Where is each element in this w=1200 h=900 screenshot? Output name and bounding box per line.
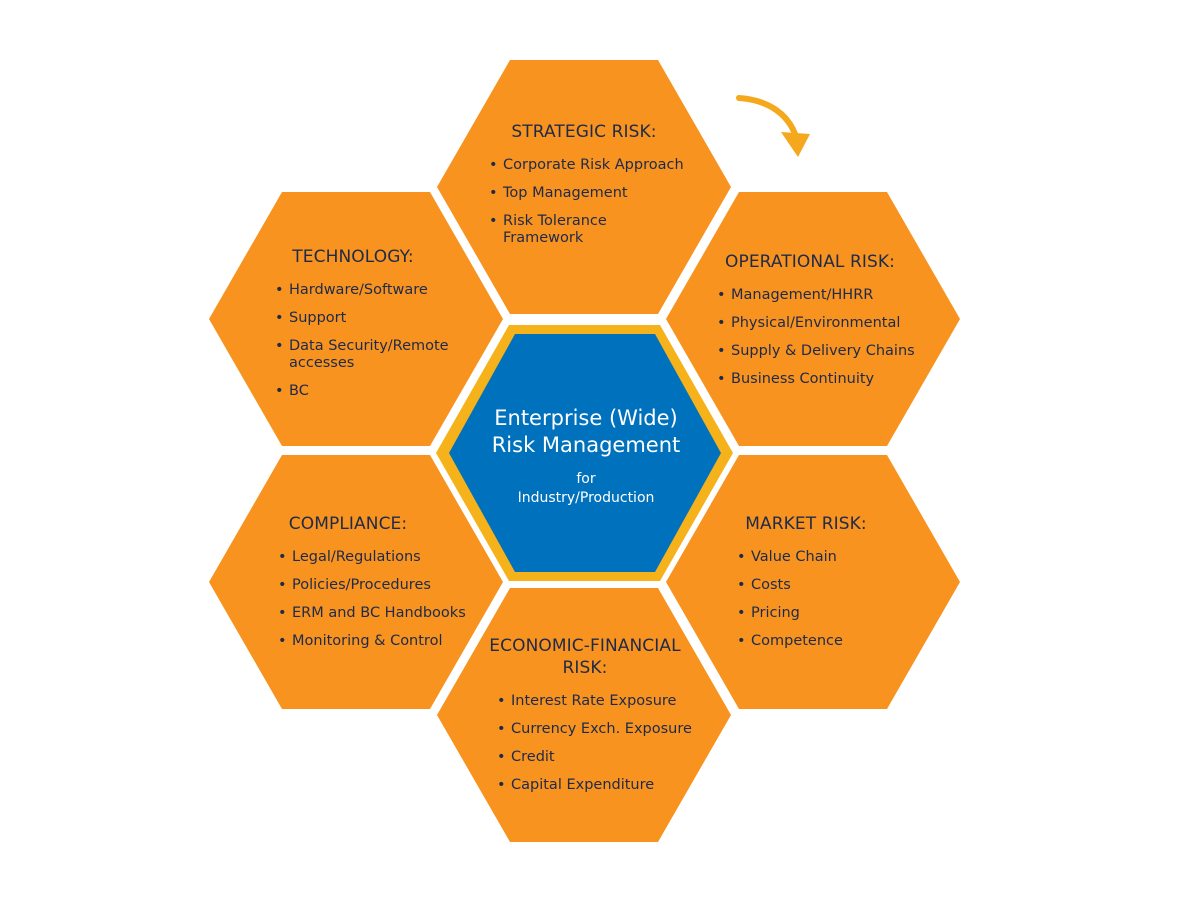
- list-item: Top Management: [489, 185, 689, 202]
- market-title: MARKET RISK:: [745, 514, 867, 534]
- compliance-section: COMPLIANCE: Legal/RegulationsPolicies/Pr…: [278, 513, 493, 661]
- list-item: Data Security/Remote accesses: [275, 338, 465, 372]
- operational-title: OPERATIONAL RISK:: [725, 252, 895, 272]
- economic-title: ECONOMIC-FINANCIAL RISK:: [489, 636, 681, 678]
- operational-list: Management/HHRR Physical/EnvironmentalSup…: [717, 287, 937, 388]
- list-item: Management/HHRR: [717, 287, 937, 304]
- strategic-section: STRATEGIC RISK: Corporate Risk ApproachT…: [489, 121, 689, 258]
- curved-arrow-icon: [736, 95, 810, 157]
- compliance-title: COMPLIANCE:: [288, 514, 408, 534]
- center-title-line2: Risk Management: [491, 433, 681, 457]
- arrow-head: [781, 132, 810, 157]
- compliance-list: Legal/RegulationsPolicies/ProceduresERM …: [278, 549, 493, 650]
- list-item: Business Continuity: [717, 371, 937, 388]
- list-item: Support: [275, 310, 465, 327]
- list-item: Supply & Delivery Chains: [717, 343, 937, 360]
- list-item: Credit: [497, 749, 707, 766]
- center-title-line1: Enterprise (Wide): [494, 406, 678, 430]
- list-item: Pricing: [737, 605, 937, 622]
- market-section: MARKET RISK: Value ChainCostsPricingComp…: [737, 513, 937, 661]
- list-item: Costs: [737, 577, 937, 594]
- list-item: BC: [275, 383, 465, 400]
- list-item: Monitoring & Control: [278, 633, 493, 650]
- list-item: Physical/Environmental: [717, 315, 937, 332]
- list-item: Legal/Regulations: [278, 549, 493, 566]
- market-list: Value ChainCostsPricingCompetence: [737, 549, 937, 650]
- center-subtitle: for Industry/Production: [455, 470, 717, 508]
- arrow-shaft: [736, 95, 800, 143]
- list-item: Value Chain: [737, 549, 937, 566]
- operational-section: OPERATIONAL RISK: Management/HHRR Physica…: [717, 251, 937, 399]
- center-sub-line1: for: [576, 471, 596, 487]
- list-item: Risk Tolerance Framework: [489, 213, 689, 247]
- technology-list: Hardware/SoftwareSupportData Security/Re…: [275, 282, 465, 400]
- list-item: Competence: [737, 633, 937, 650]
- strategic-list: Corporate Risk ApproachTop ManagementRis…: [489, 157, 689, 247]
- center-sub-line2: Industry/Production: [517, 490, 655, 506]
- list-item: Interest Rate Exposure: [497, 693, 707, 710]
- list-item: ERM and BC Handbooks: [278, 605, 493, 622]
- list-item: Hardware/Software: [275, 282, 465, 299]
- economic-section: ECONOMIC-FINANCIAL RISK: Interest Rate E…: [489, 635, 707, 805]
- list-item: Currency Exch. Exposure: [497, 721, 707, 738]
- center-title: Enterprise (Wide) Risk Management: [455, 405, 717, 459]
- list-item: Capital Expenditure: [497, 777, 707, 794]
- economic-list: Interest Rate ExposureCurrency Exch. Exp…: [497, 693, 707, 794]
- hex-center: [449, 334, 721, 572]
- technology-title: TECHNOLOGY:: [292, 247, 414, 267]
- list-item: Policies/Procedures: [278, 577, 493, 594]
- strategic-title: STRATEGIC RISK:: [511, 122, 657, 142]
- list-item: Corporate Risk Approach: [489, 157, 689, 174]
- technology-section: TECHNOLOGY: Hardware/SoftwareSupportData…: [275, 246, 465, 411]
